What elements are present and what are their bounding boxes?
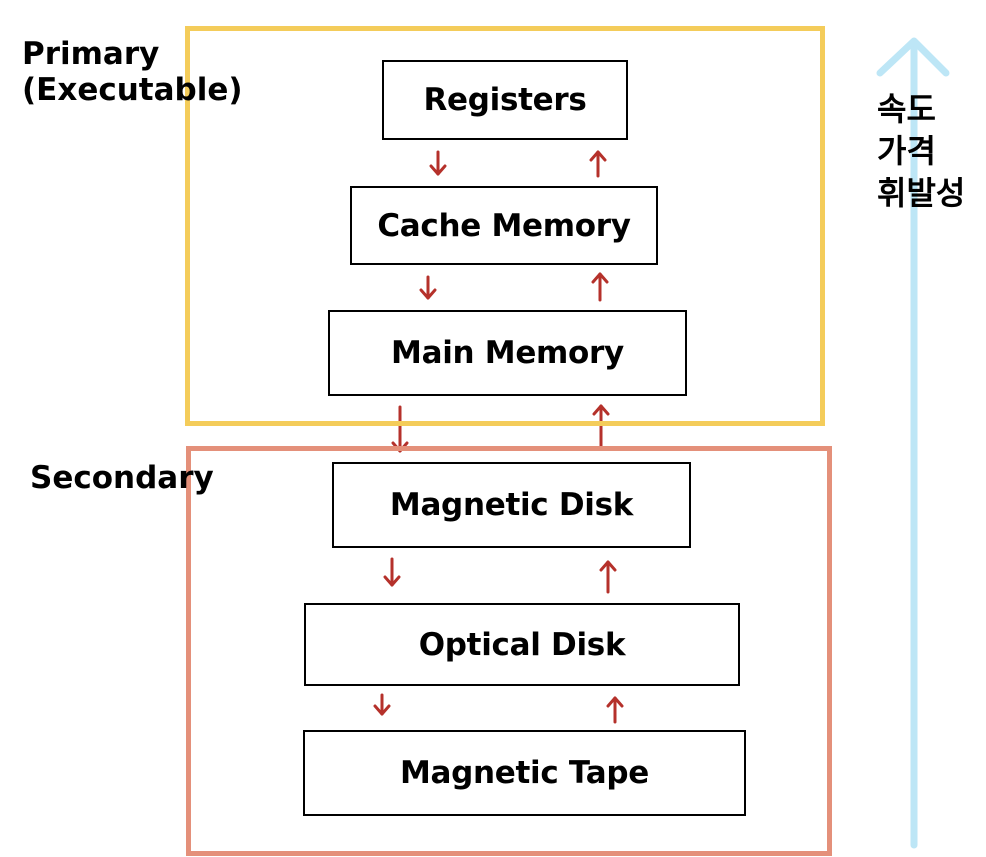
- axis-label-price: 가격: [877, 132, 936, 170]
- up-arrow-main-cache: [591, 272, 609, 302]
- axis-label-volatility: 휘발성: [877, 174, 966, 212]
- down-arrow-optical-tape: [373, 693, 391, 716]
- primary-label-line1: Primary: [22, 36, 160, 72]
- down-arrow-main-disk: [391, 405, 409, 453]
- up-arrow-cache-registers: [589, 150, 607, 178]
- registers-box: Registers: [382, 60, 628, 140]
- up-arrow-optical-disk: [599, 560, 617, 594]
- magnetic-tape-box: Magnetic Tape: [303, 730, 746, 816]
- primary-storage-frame: [185, 26, 825, 426]
- optical-disk-box: Optical Disk: [304, 603, 740, 686]
- cache-memory-box: Cache Memory: [350, 186, 658, 265]
- axis-labels: 속도 가격 휘발성: [877, 88, 965, 214]
- axis-arrow: [876, 37, 950, 849]
- down-arrow-cache-main: [419, 275, 437, 300]
- main-memory-box: Main Memory: [328, 310, 687, 396]
- up-arrow-disk-main: [592, 404, 610, 450]
- axis-label-speed: 속도: [877, 90, 936, 128]
- up-arrow-tape-optical: [606, 696, 624, 724]
- primary-label-line2: (Executable): [22, 72, 243, 108]
- secondary-storage-frame: [186, 446, 832, 856]
- down-arrow-registers-cache: [429, 150, 447, 176]
- primary-storage-label: Primary (Executable): [22, 36, 243, 108]
- magnetic-disk-box: Magnetic Disk: [332, 462, 691, 548]
- flow-arrows: [373, 150, 624, 724]
- down-arrow-disk-optical: [383, 557, 401, 587]
- secondary-storage-label: Secondary: [30, 460, 214, 496]
